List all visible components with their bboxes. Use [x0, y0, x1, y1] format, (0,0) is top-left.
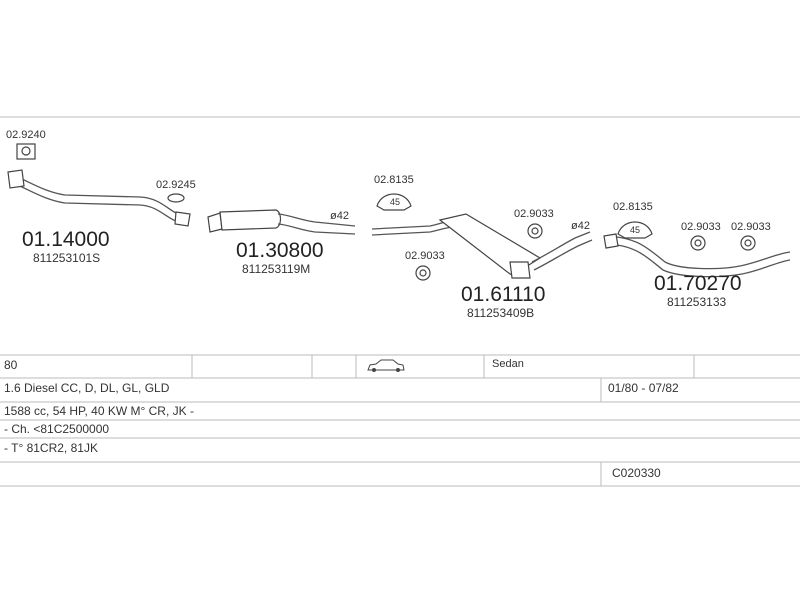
accessory-label: 02.9033: [731, 221, 771, 233]
vehicle-engine-specs: 1588 cc, 54 HP, 40 KW M° CR, JK -: [4, 404, 194, 418]
part-oem-number: 811253409B: [467, 306, 534, 320]
hanger-size-badge: 45: [390, 197, 400, 207]
accessory-rubber-mount-c[interactable]: [690, 235, 706, 251]
vehicle-body-type: Sedan: [492, 358, 524, 370]
front-pipe-end: [174, 211, 191, 227]
rubber-mount-hole: [694, 239, 702, 247]
hanger-icon: [376, 193, 412, 211]
sedan-car-icon: [367, 359, 405, 372]
part-oem-number: 811253119M: [242, 262, 310, 276]
accessory-label: 02.9240: [6, 129, 46, 141]
centre-inlet-lower: [371, 225, 463, 236]
vehicle-table-grid: [0, 354, 800, 487]
accessory-hanger-left[interactable]: [376, 193, 412, 211]
accessory-rubber-mount-d[interactable]: [740, 235, 756, 251]
pipe-diameter-label: ø42: [571, 220, 590, 232]
front-pipe-lower: [14, 183, 179, 223]
accessory-hanger-right[interactable]: [617, 221, 653, 239]
catalog-code: C020330: [612, 466, 661, 480]
part-front-silencer[interactable]: [207, 209, 356, 235]
part-oem-number: 811253101S: [33, 251, 100, 265]
rubber-mount-hole: [419, 269, 427, 277]
pipe-diameter-label: ø42: [330, 210, 349, 222]
silencer-tail-upper: [277, 213, 356, 227]
vehicle-type-code: - T° 81CR2, 81JK: [4, 441, 98, 455]
centre-silencer-box: [509, 261, 531, 279]
accessory-label: 02.9033: [681, 221, 721, 233]
accessory-rubber-mount-a[interactable]: [415, 265, 431, 281]
silencer-tail-lower: [277, 223, 356, 235]
part-oem-number: 811253133: [667, 295, 727, 309]
rubber-mount-hole: [531, 227, 539, 235]
accessory-label: 02.8135: [374, 174, 414, 186]
clamp-icon: [167, 193, 185, 203]
part-ref-number: 01.61110: [461, 283, 545, 306]
centre-outlet-upper: [531, 231, 591, 263]
part-ref-number: 01.30800: [236, 239, 324, 262]
accessory-label: 02.9245: [156, 179, 196, 191]
accessory-flange-gasket[interactable]: [16, 143, 36, 160]
part-ref-number: 01.70270: [654, 272, 742, 295]
centre-outlet-lower: [533, 239, 593, 271]
part-rear-pipe[interactable]: [603, 233, 791, 278]
rear-pipe-flange: [603, 233, 619, 249]
front-pipe-flange: [7, 169, 25, 189]
accessory-label: 02.8135: [613, 201, 653, 213]
rear-pipe-lower: [616, 244, 791, 278]
vehicle-production-period: 01/80 - 07/82: [608, 381, 679, 395]
vehicle-year: 80: [4, 358, 18, 372]
hanger-size-badge: 45: [630, 225, 640, 235]
flange-gasket-hole: [21, 146, 31, 156]
part-ref-number: 01.14000: [22, 228, 110, 251]
part-front-pipe[interactable]: [7, 169, 191, 227]
hanger-icon: [617, 221, 653, 239]
part-centre-silencer[interactable]: [371, 213, 593, 279]
accessory-label: 02.9033: [514, 208, 554, 220]
accessory-label: 02.9033: [405, 250, 445, 262]
accessory-clamp[interactable]: [167, 193, 185, 203]
rear-pipe-upper: [616, 236, 791, 270]
front-pipe-upper: [14, 175, 179, 215]
accessory-rubber-mount-b[interactable]: [527, 223, 543, 239]
rubber-mount-hole: [744, 239, 752, 247]
vehicle-chassis-number: - Ch. <81C2500000: [4, 422, 110, 436]
vehicle-engine: 1.6 Diesel CC, D, DL, GL, GLD: [4, 381, 170, 395]
silencer-body: [219, 209, 282, 231]
